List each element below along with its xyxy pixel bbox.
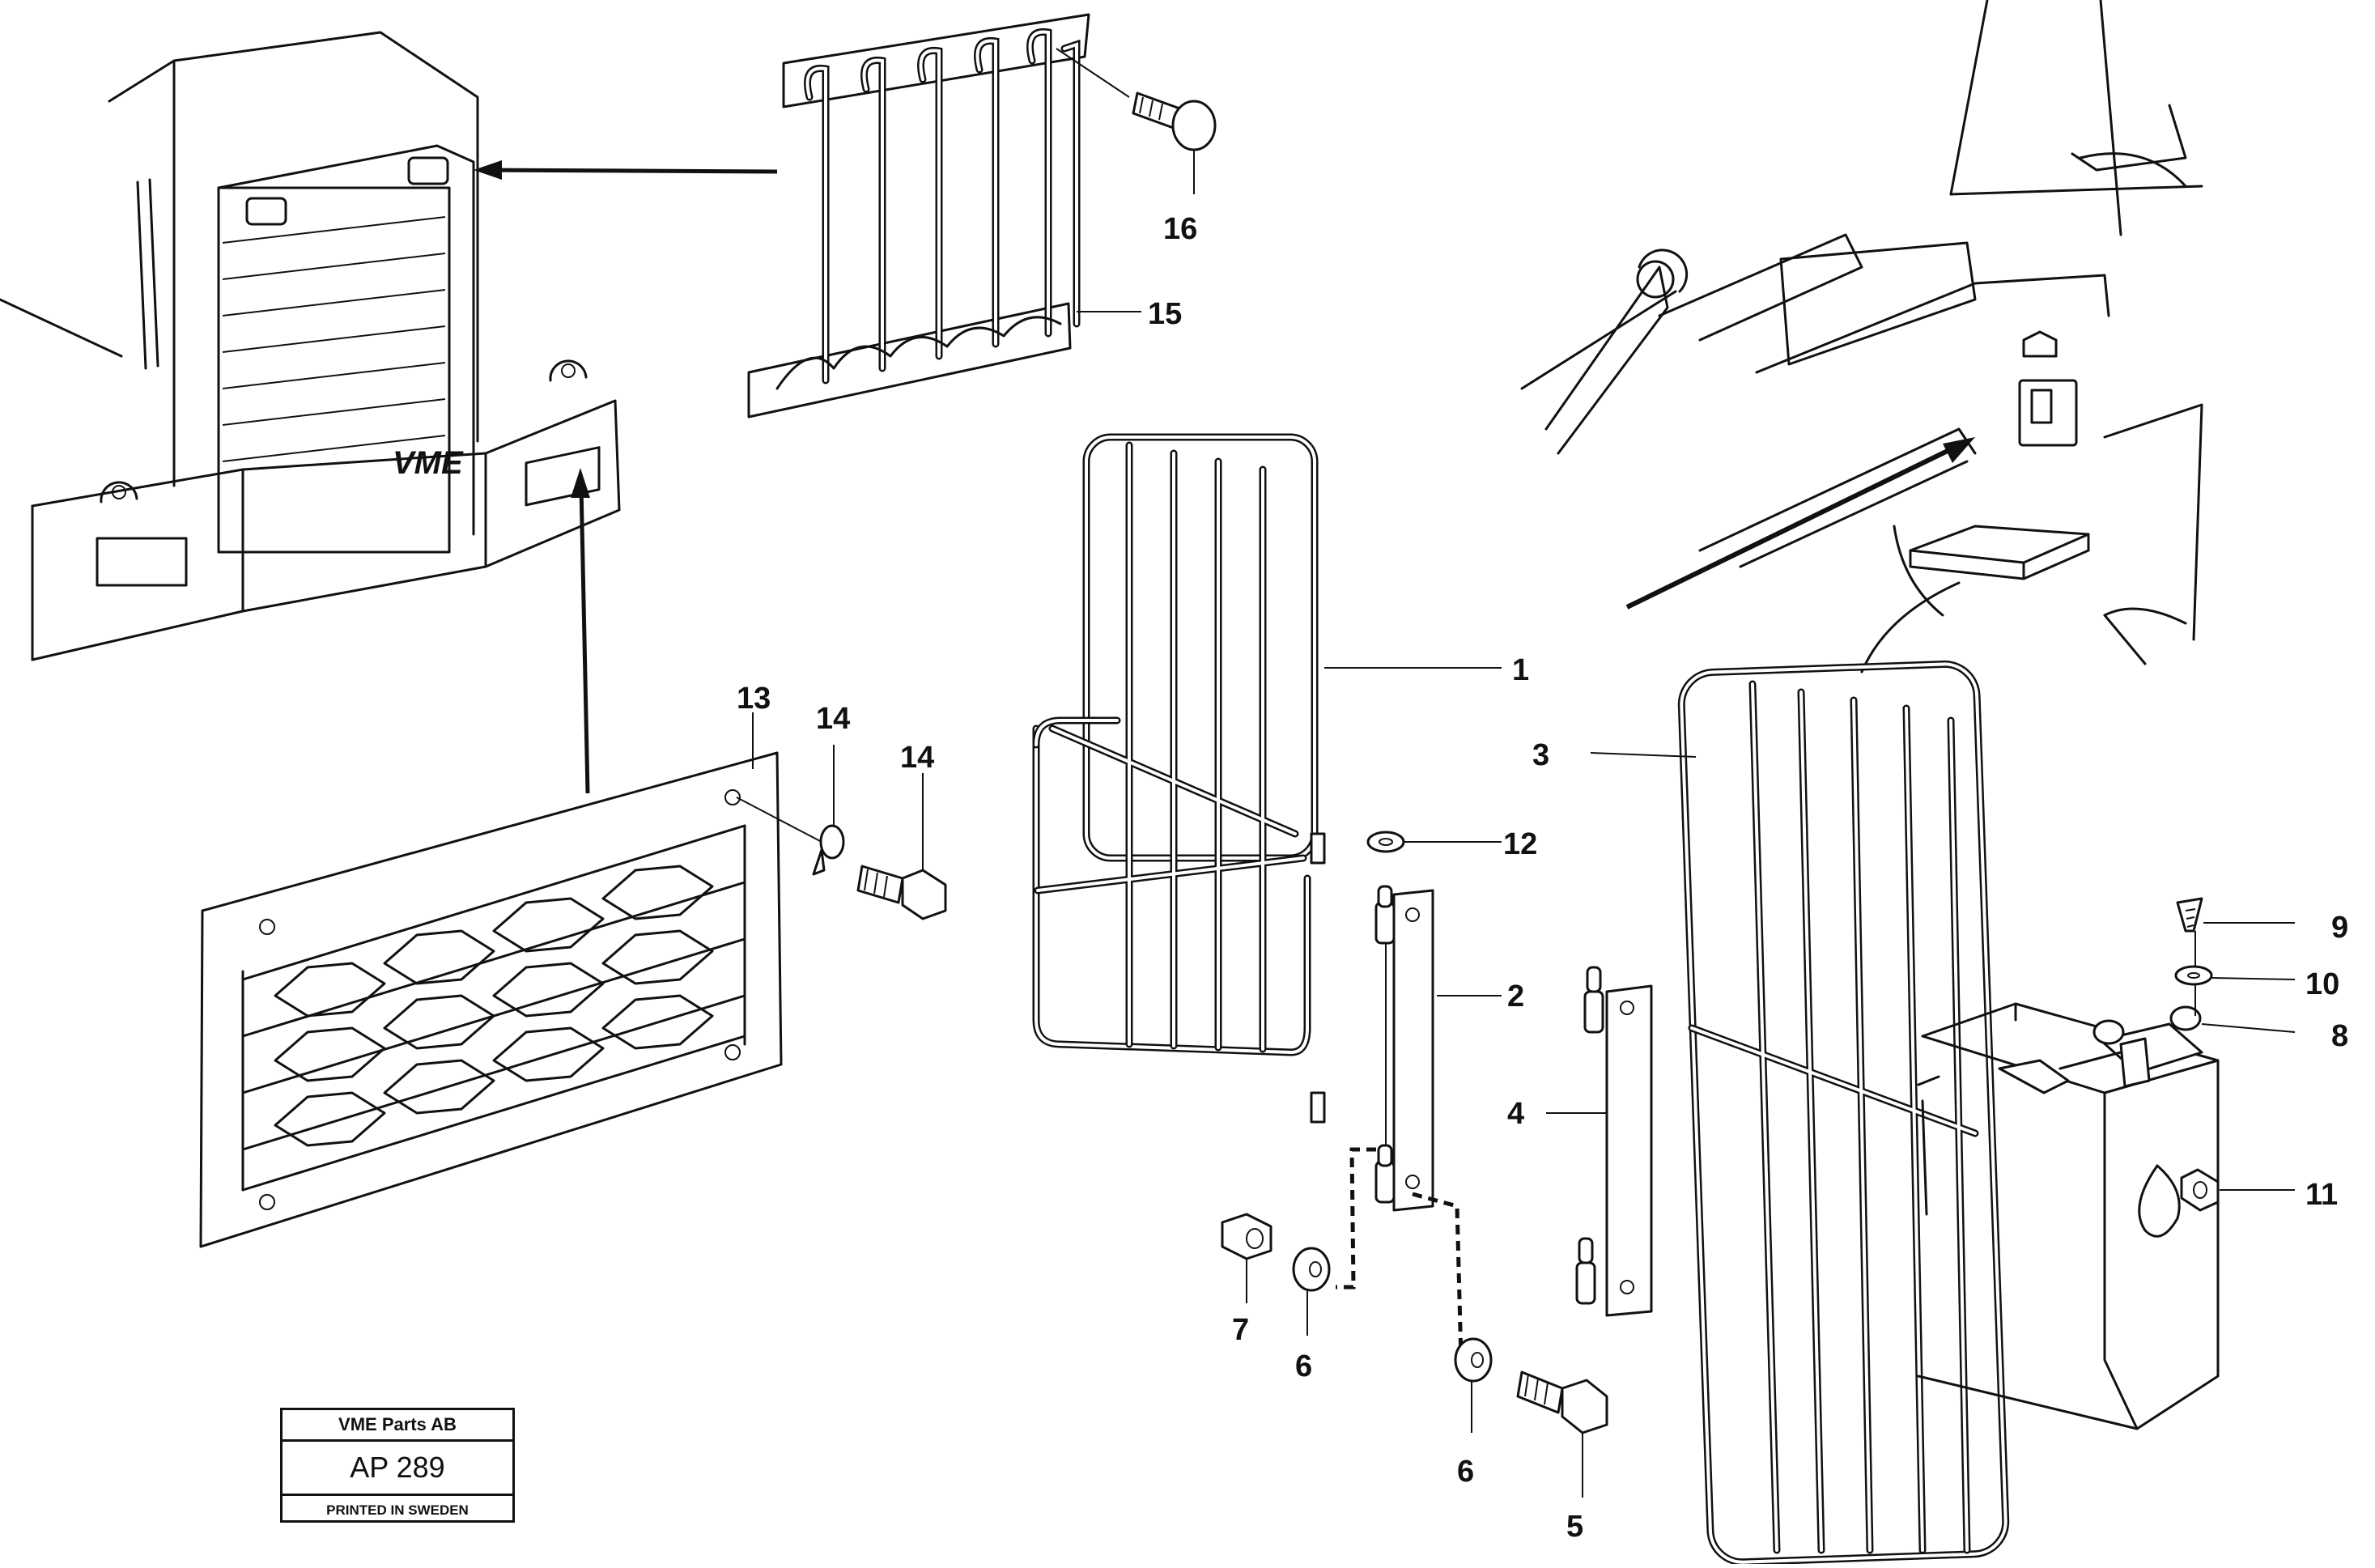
svg-text:VME: VME [393, 445, 464, 481]
callout-8: 8 [2331, 1019, 2348, 1053]
callout-7: 7 [1232, 1313, 1249, 1347]
part-13-mesh-plate [199, 712, 783, 1248]
part-6-washer-b [1454, 1337, 1493, 1433]
drawing-code: AP 289 [283, 1442, 512, 1496]
callout-9: 9 [2331, 911, 2348, 945]
callout-11: 11 [2305, 1178, 2338, 1212]
part-2-hinge [1336, 885, 1502, 1366]
callout-13: 13 [737, 682, 771, 716]
part-16-top-grille [747, 13, 1090, 419]
part-8-latch [1998, 1005, 2296, 1094]
part-3-grille [1590, 660, 2010, 1566]
machine-side-view [1520, 0, 2203, 674]
callout-12: 12 [1503, 827, 1537, 861]
part-5-bolt [1516, 1370, 1608, 1498]
title-block: VME Parts AB AP 289 PRINTED IN SWEDEN [280, 1408, 515, 1523]
part-9-screw [2176, 897, 2295, 933]
printed-note: PRINTED IN SWEDEN [326, 1502, 469, 1518]
callout-16: 15 [1148, 297, 1182, 331]
callout-6b: 6 [1457, 1455, 1474, 1489]
callout-5: 5 [1566, 1510, 1583, 1544]
part-1-grille [1032, 433, 1502, 1124]
company-name: VME Parts AB [283, 1410, 512, 1442]
part-6-washer-a [1292, 1247, 1331, 1336]
callout-3: 3 [1532, 738, 1549, 772]
part-4-hinge [1546, 966, 1653, 1317]
latch-box [1917, 1002, 2220, 1430]
part-17-bolt [1056, 48, 1217, 194]
part-15-washer [736, 745, 845, 876]
part-7-nut [1221, 1213, 1272, 1303]
callout-4: 4 [1507, 1097, 1524, 1131]
callout-6a: 6 [1295, 1349, 1312, 1383]
location-arrows-left [474, 160, 778, 794]
callout-10: 10 [2305, 967, 2339, 1001]
callout-14: 14 [900, 741, 934, 775]
part-10-washer [2174, 931, 2296, 1016]
part-12-washer [1366, 831, 1502, 853]
callout-labels: 16 15 1 3 12 2 4 7 6 6 5 9 10 8 11 13 14… [737, 212, 2348, 1544]
part-11-nut [2180, 1168, 2295, 1212]
callout-17: 16 [1163, 212, 1197, 246]
machine-front-view: VME [0, 31, 621, 661]
callout-2: 2 [1507, 979, 1524, 1013]
part-14-bolt [856, 773, 947, 920]
callout-1: 1 [1512, 653, 1529, 687]
callout-15: 14 [816, 702, 850, 736]
